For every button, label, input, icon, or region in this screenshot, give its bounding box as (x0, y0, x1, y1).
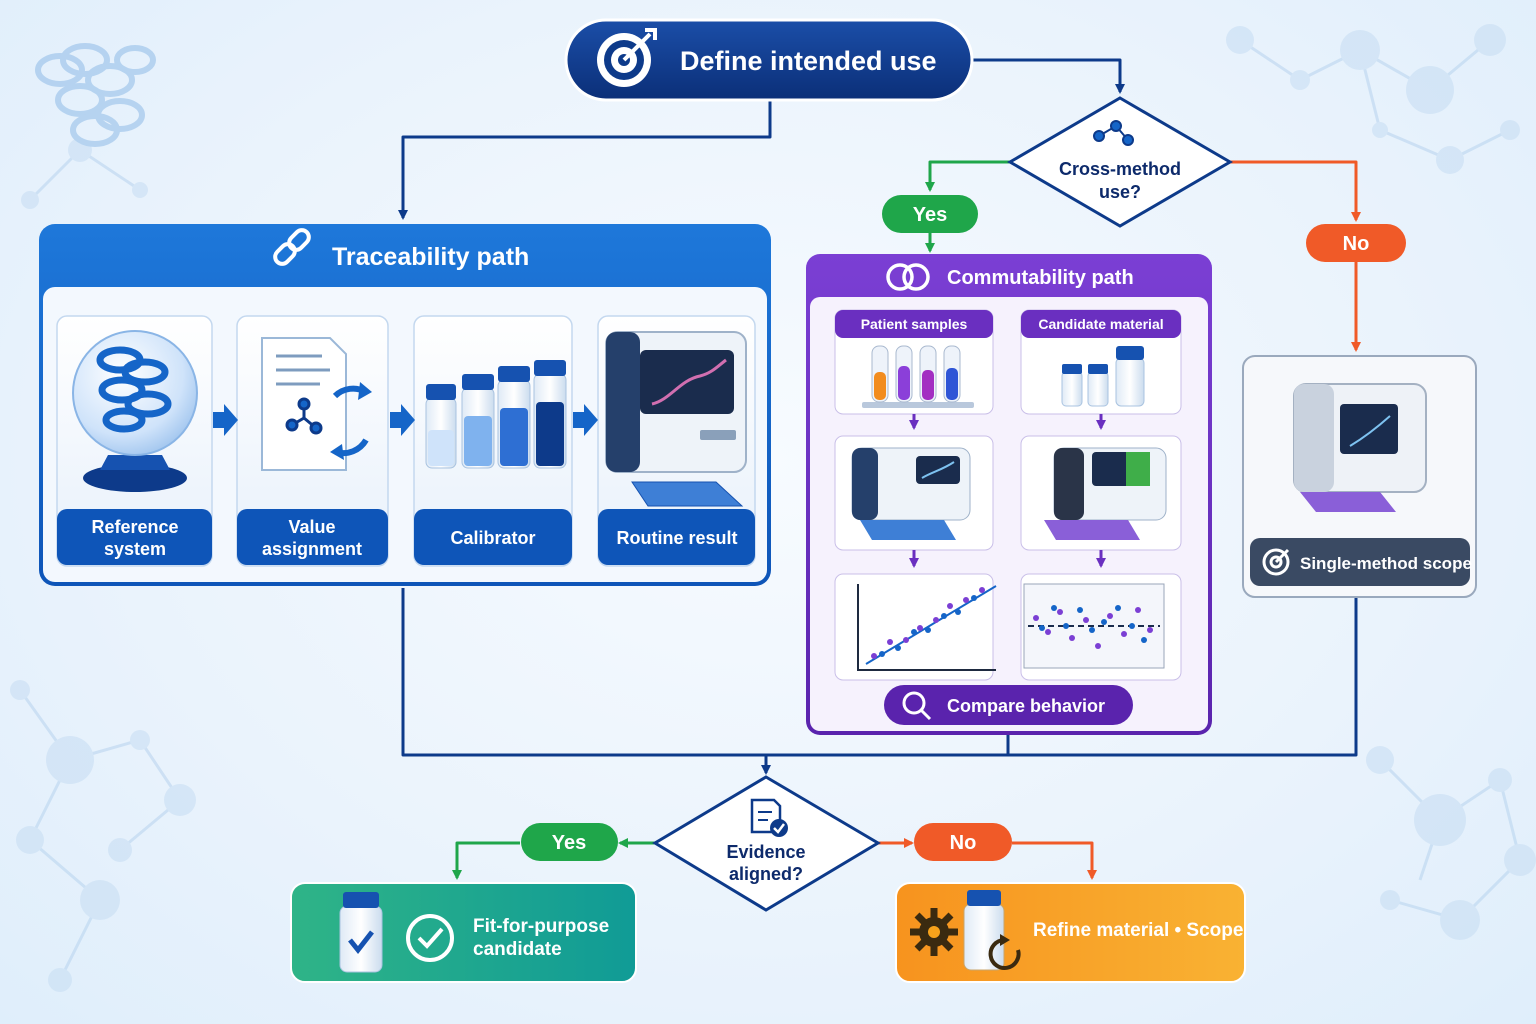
fit-line2: candidate (473, 939, 562, 960)
cross-method-line2: use? (1099, 182, 1141, 202)
checkmark-circle-icon (406, 914, 454, 962)
evidence-decision[interactable]: Evidence aligned? (652, 775, 881, 912)
molecule-icon (1093, 120, 1134, 146)
single-method-label: Single-method scope (1300, 554, 1472, 573)
checked-document-icon (750, 798, 788, 837)
target-small-icon (1262, 548, 1290, 576)
header-label: Define intended use (680, 46, 937, 76)
reference-label-box (57, 509, 212, 565)
commutability-title: Commutability path (947, 267, 1134, 289)
value-assignment-label-line2: assignment (262, 539, 362, 559)
bottom-no-badge: No (914, 823, 1012, 861)
residual-plot-icon (1023, 583, 1165, 669)
fit-for-purpose-outcome[interactable]: Fit-for-purpose candidate (290, 882, 637, 983)
calibrator-label: Calibrator (450, 528, 535, 548)
value-assignment-label-box (237, 509, 388, 565)
analyzer-green-icon (1044, 447, 1167, 540)
bottom-yes-label: Yes (552, 832, 586, 854)
value-assignment-label-line1: Value (288, 517, 335, 537)
evidence-line2: aligned? (729, 864, 803, 884)
sample-tubes-icon (862, 345, 974, 408)
link-icon (273, 228, 311, 266)
commutability-arrows (909, 414, 1106, 568)
top-yes-badge: Yes (882, 195, 978, 233)
cross-method-line1: Cross-method (1059, 159, 1181, 179)
magnifier-icon (902, 691, 932, 721)
top-yes-label: Yes (913, 204, 947, 226)
reference-label-line2: system (104, 539, 166, 559)
candidate-material-label: Candidate material (1038, 316, 1163, 332)
calibrator-vials-icon (425, 360, 567, 469)
regression-plot-icon (857, 584, 997, 671)
routine-result-label-box (598, 509, 755, 565)
top-no-label: No (1343, 233, 1370, 255)
top-no-badge: No (1306, 224, 1406, 262)
background-molecules (10, 24, 1536, 992)
traceability-panel: Traceability path (39, 224, 771, 586)
cross-method-decision[interactable]: Cross-method use? (1007, 96, 1233, 228)
protein-helix-icon (35, 43, 156, 147)
commutability-panel: Commutability path Patient samples Candi… (806, 254, 1212, 735)
bottom-yes-badge: Yes (521, 823, 618, 861)
compare-behavior-label: Compare behavior (947, 696, 1105, 716)
single-method-panel[interactable]: Single-method scope (1242, 355, 1477, 598)
step-arrow-icon (213, 404, 598, 436)
refine-material-outcome[interactable]: Refine material • Scope (895, 882, 1246, 983)
analyzer-icon (605, 331, 747, 507)
document-icon (261, 337, 372, 471)
compare-behavior-button[interactable]: Compare behavior (884, 685, 1133, 725)
candidate-vials-icon (1061, 346, 1145, 407)
define-intended-use-node[interactable]: Define intended use (564, 18, 974, 102)
refine-label: Refine material • Scope (1033, 920, 1243, 941)
checked-vial-icon (339, 892, 383, 973)
analyzer-gray-icon (1293, 383, 1427, 512)
target-icon (597, 28, 657, 87)
traceability-title: Traceability path (332, 243, 529, 271)
refresh-vial-icon (963, 890, 1021, 971)
patient-samples-label: Patient samples (861, 316, 968, 332)
routine-result-label: Routine result (616, 528, 737, 548)
evidence-line1: Evidence (726, 842, 805, 862)
connectors (398, 58, 1361, 880)
bottom-no-label: No (950, 832, 977, 854)
reference-globe-icon (72, 330, 198, 492)
overlap-circles-icon (886, 263, 930, 291)
reference-label-line1: Reference (91, 517, 178, 537)
gear-icon (910, 908, 958, 956)
calibrator-label-box (414, 509, 572, 565)
fit-line1: Fit-for-purpose (473, 916, 609, 937)
analyzer-blue-icon (851, 447, 971, 540)
